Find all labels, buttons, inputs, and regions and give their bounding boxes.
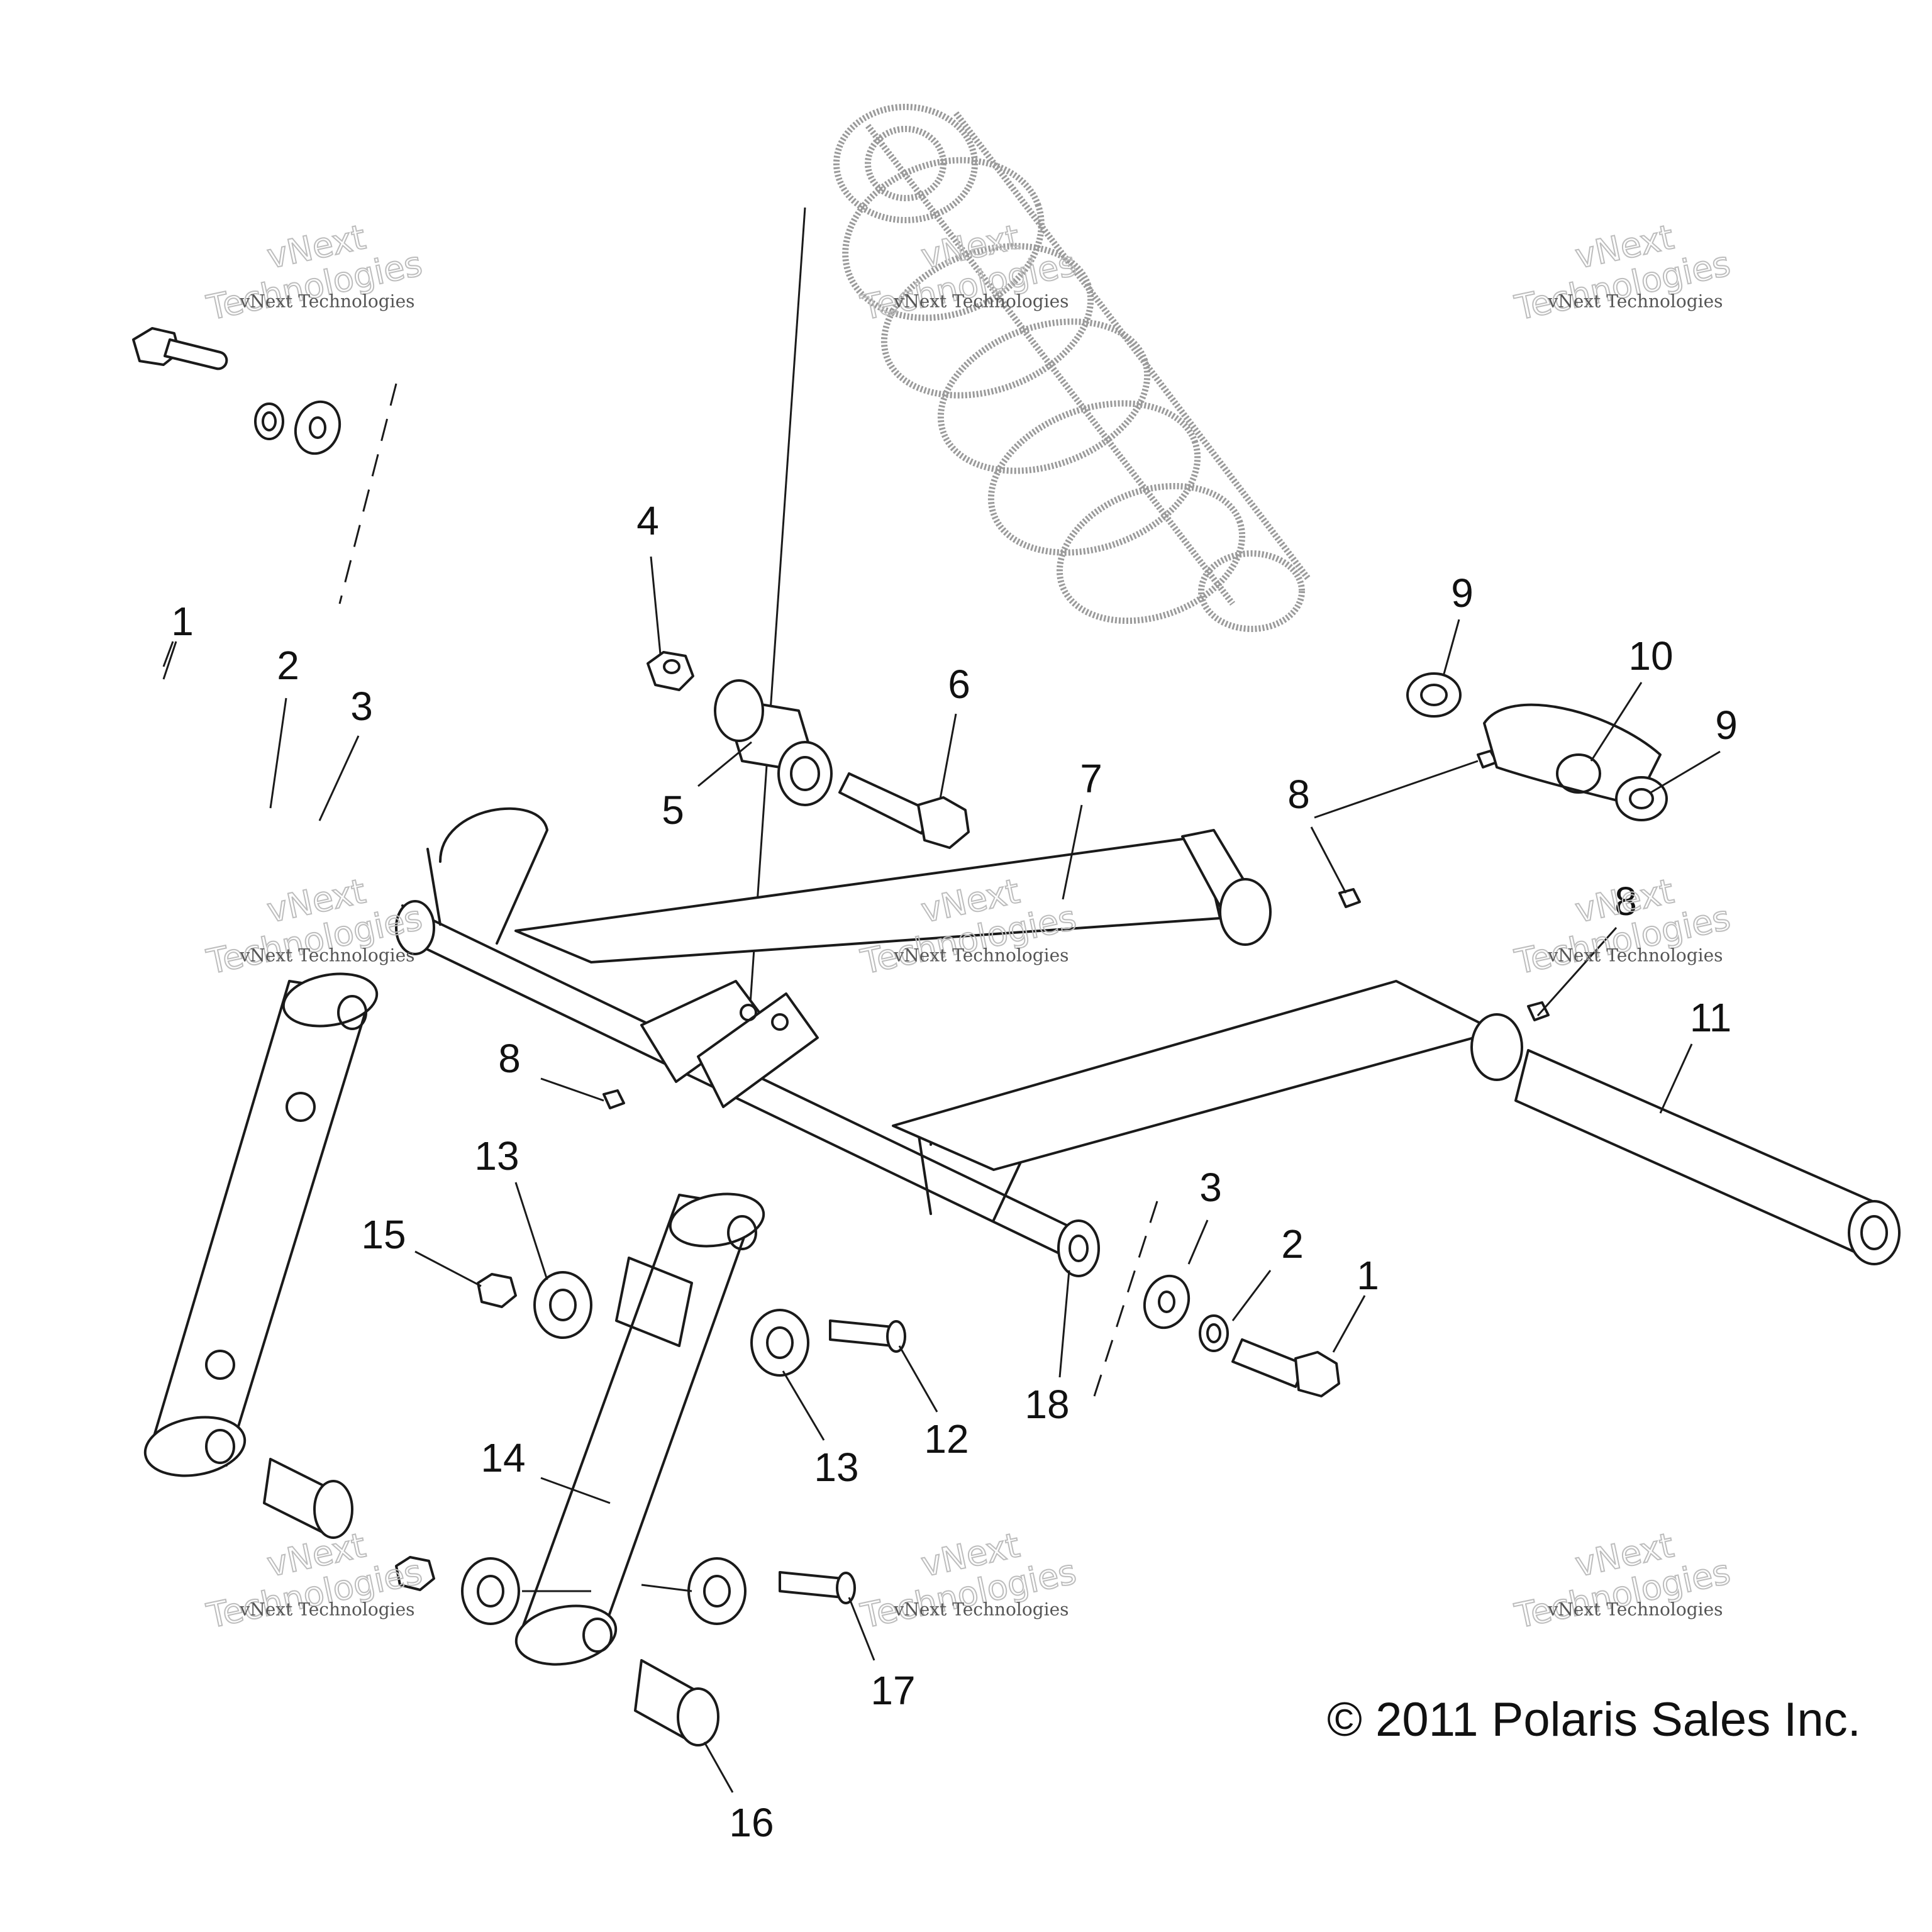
washer-13-upper [533,1271,592,1339]
callout-1-right: 1 [1357,1253,1379,1298]
washer-lower-right [687,1557,747,1625]
callout-10: 10 [1628,633,1673,679]
watermark-bottom-left: vNext Technologies vNext Technologies [203,1524,426,1636]
bolt-right [1231,1338,1340,1397]
upper-arm [514,829,1272,963]
shock-absorber-ghost [833,104,1311,632]
watermark-top-right: vNext Technologies vNext Technologies [1511,216,1734,328]
rear-arm [892,980,1901,1265]
callout-15: 15 [361,1212,406,1257]
front-torque-arm [395,807,1100,1277]
flat-washer-right [1143,1274,1191,1330]
callout-8-right: 8 [1614,879,1637,924]
callout-1-left: 1 [171,599,194,644]
callout-18: 18 [1024,1382,1069,1427]
callout-3-left: 3 [350,684,373,729]
shock-leader-line [747,207,806,1032]
callout-11: 11 [1690,995,1731,1040]
leader-lines [162,556,1721,1793]
callout-8-top: 8 [1287,772,1310,817]
callout-9-right: 9 [1715,702,1738,748]
watermark-top-left: vNext Technologies vNext Technologies [203,216,426,328]
callout-4: 4 [636,498,659,543]
bolt-left [132,327,228,370]
callout-3-right: 3 [1199,1165,1222,1210]
callout-7: 7 [1080,756,1102,801]
washer-13-lower [750,1309,809,1377]
callout-14: 14 [480,1435,525,1480]
svg-text:vNext Technologies: vNext Technologies [239,945,414,965]
sleeve-lower [634,1659,719,1746]
nut-lower [395,1556,435,1591]
nut-top [647,651,694,691]
callout-13-lower: 13 [814,1445,858,1490]
lock-washer-left [254,402,284,440]
callout-2-left: 2 [277,643,299,688]
svg-text:vNext Technologies: vNext Technologies [893,291,1069,311]
copyright-notice: © 2011 Polaris Sales Inc. [1327,1693,1861,1746]
flat-washer-left [294,400,341,455]
spacer-bushing [714,679,833,806]
callout-2-right: 2 [1281,1221,1304,1267]
callout-5: 5 [662,787,684,833]
link-left [143,972,379,1477]
nut-15 [477,1273,517,1308]
callout-6: 6 [948,662,970,707]
grease-fitting-3 [1527,1001,1550,1021]
callout-13-upper: 13 [474,1133,519,1179]
svg-text:vNext Technologies: vNext Technologies [1547,291,1723,311]
lock-washer-right [1199,1314,1229,1352]
svg-text:vNext Technologies: vNext Technologies [893,945,1069,965]
pin-17 [779,1571,856,1604]
svg-text:vNext Technologies: vNext Technologies [239,291,414,311]
watermark-mid-right: vNext Technologies vNext Technologies [1511,870,1734,982]
callout-16: 16 [729,1800,774,1845]
washer-lower-left [461,1557,520,1625]
pin-12 [829,1319,906,1353]
svg-text:vNext Technologies: vNext Technologies [1547,945,1723,965]
callout-17: 17 [870,1668,915,1713]
link-center [514,1192,765,1666]
svg-text:vNext Technologies: vNext Technologies [893,1599,1069,1619]
svg-text:vNext Technologies: vNext Technologies [239,1599,414,1619]
callout-12: 12 [924,1416,969,1462]
svg-text:vNext Technologies: vNext Technologies [1547,1599,1723,1619]
callout-8-left: 8 [498,1036,521,1081]
watermark-bottom-center: vNext Technologies vNext Technologies [857,1524,1080,1636]
bolt-shock [838,772,970,849]
axis-line-left [338,383,397,604]
grease-fitting-4 [602,1089,625,1109]
shock-mount-bracket [1406,672,1668,821]
grease-fitting-1 [1338,888,1361,908]
sleeve-left [263,1458,353,1539]
callout-9-top: 9 [1451,570,1474,616]
watermark-bottom-right: vNext Technologies vNext Technologies [1511,1524,1734,1636]
